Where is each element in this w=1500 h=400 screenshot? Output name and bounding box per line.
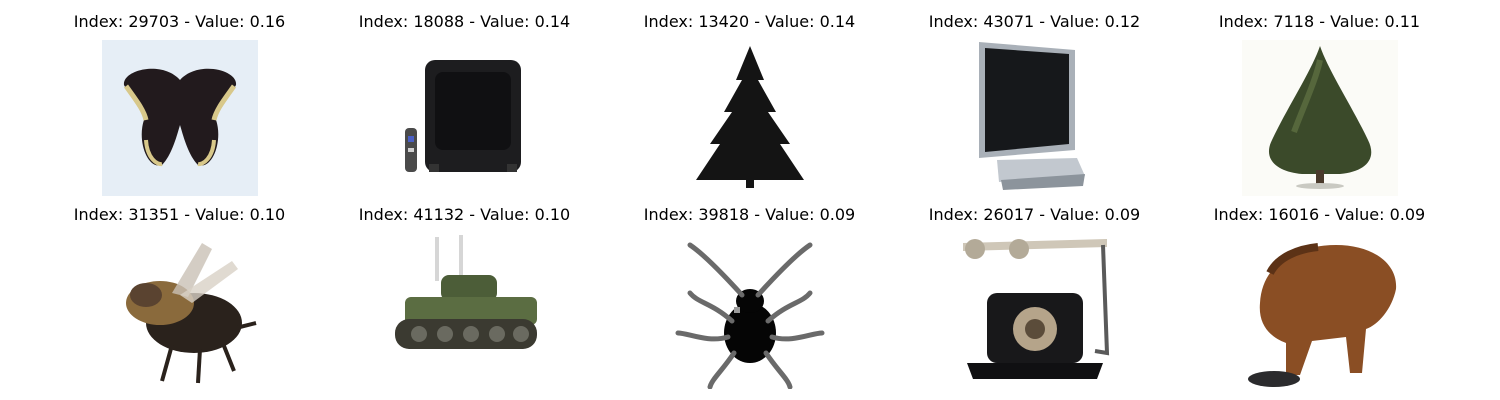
panel-title: Index: 7118 - Value: 0.11	[1218, 12, 1421, 31]
bison-image	[1242, 233, 1398, 389]
panel-title: Index: 26017 - Value: 0.09	[928, 205, 1141, 224]
panel-title: Index: 29703 - Value: 0.16	[73, 12, 286, 31]
pine-tree-silhouette-image	[672, 40, 828, 196]
panel-title: Index: 43071 - Value: 0.12	[928, 12, 1141, 31]
tank-image	[387, 233, 543, 389]
flatscreen-tv-image	[957, 40, 1113, 196]
tree-image	[1242, 40, 1398, 196]
crt-television-image	[387, 40, 543, 196]
telephone-image	[957, 233, 1113, 389]
panel-title: Index: 16016 - Value: 0.09	[1213, 205, 1426, 224]
butterfly-image	[102, 40, 258, 196]
panel-title: Index: 13420 - Value: 0.14	[643, 12, 856, 31]
panel-title: Index: 41132 - Value: 0.10	[358, 205, 571, 224]
spider-image	[672, 233, 828, 389]
panel-title: Index: 39818 - Value: 0.09	[643, 205, 856, 224]
panel-title: Index: 18088 - Value: 0.14	[358, 12, 571, 31]
bee-image	[102, 233, 258, 389]
panel-title: Index: 31351 - Value: 0.10	[73, 205, 286, 224]
